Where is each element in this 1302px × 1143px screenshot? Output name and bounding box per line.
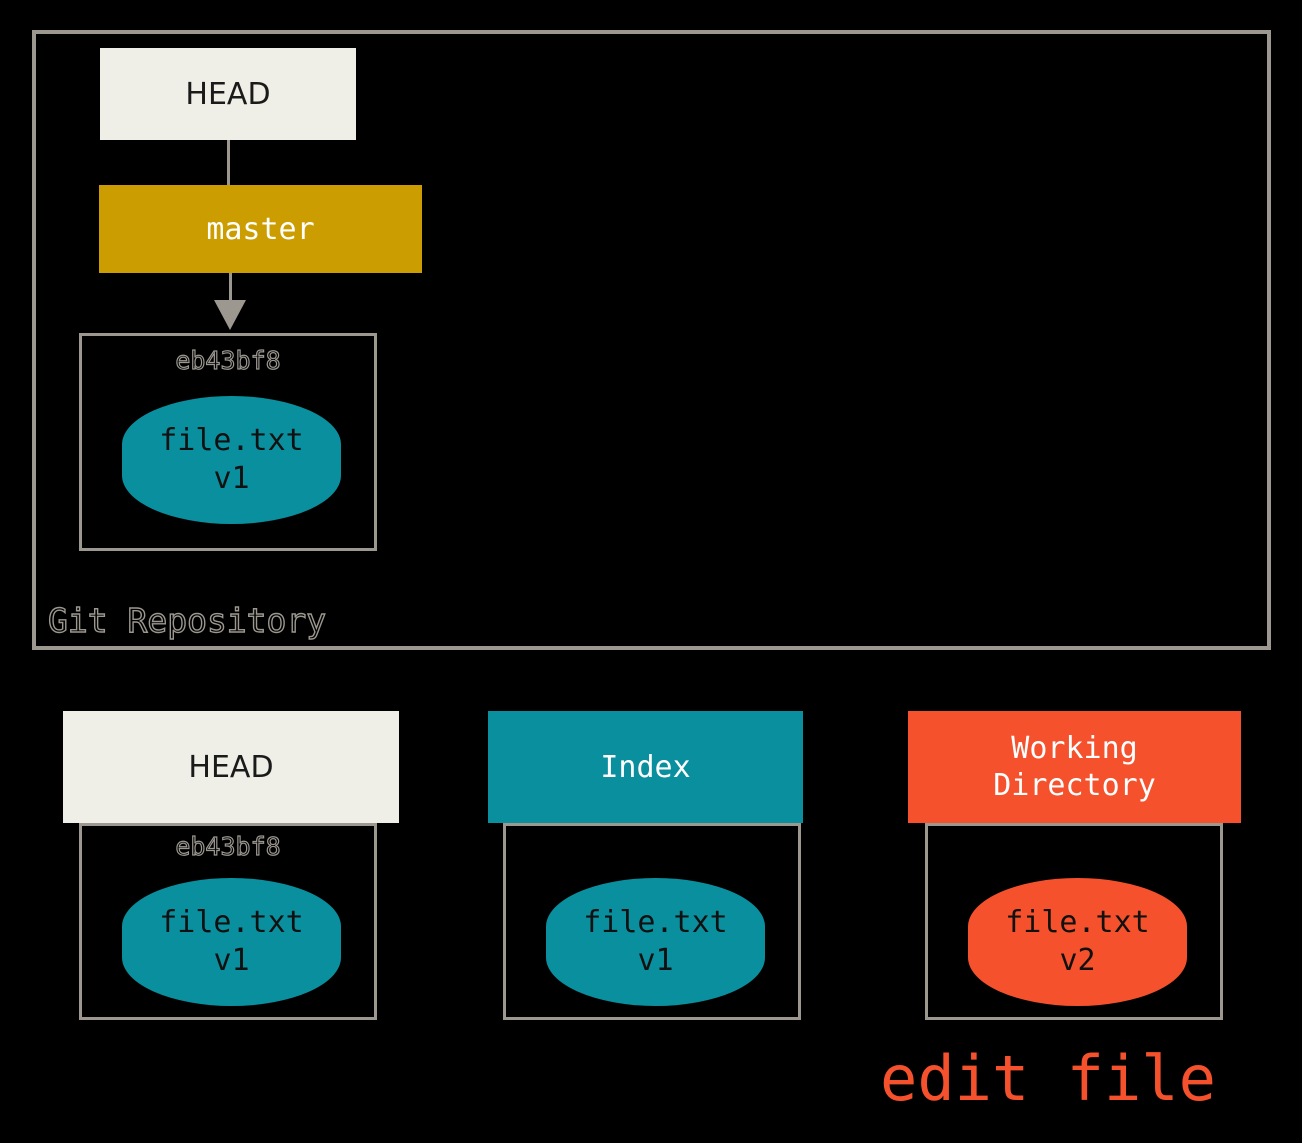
column-working-directory-blob-version: v2: [1059, 943, 1096, 978]
column-index-blob-filename: file.txt: [583, 904, 728, 940]
column-working-directory-blob: file.txt v2: [968, 878, 1187, 1006]
column-index-content-box: file.txt v1: [503, 823, 801, 1020]
column-index-header: Index: [488, 711, 803, 823]
column-head-blob-filename: file.txt: [159, 904, 304, 940]
repo-commit-blob-version: v1: [213, 461, 250, 496]
column-head-blob: file.txt v1: [122, 878, 341, 1006]
repo-head-ref-box: HEAD: [100, 48, 356, 140]
repo-commit-box: eb43bf8 file.txt v1: [79, 333, 377, 551]
column-working-directory-content-box: file.txt v2: [925, 823, 1223, 1020]
column-head-header: HEAD: [63, 711, 399, 823]
column-head-content-box: eb43bf8 file.txt v1: [79, 823, 377, 1020]
column-head-hash: eb43bf8: [175, 832, 282, 861]
column-head-blob-version: v1: [213, 943, 250, 978]
column-head-header-label: HEAD: [188, 749, 274, 785]
repo-commit-blob: file.txt v1: [122, 396, 341, 524]
column-index-blob: file.txt v1: [546, 878, 765, 1006]
column-working-directory-header: Working Directory: [908, 711, 1241, 823]
column-index-header-label: Index: [600, 749, 691, 785]
repo-commit-blob-filename: file.txt: [159, 422, 304, 458]
arrow-head-icon: [214, 300, 246, 330]
column-working-directory-blob-filename: file.txt: [1005, 904, 1150, 940]
git-repository-frame: [32, 30, 1271, 650]
repo-branch-ref-label: master: [206, 211, 315, 247]
caption-edit-file: edit file: [880, 1042, 1216, 1115]
connector-head-to-master: [227, 140, 230, 185]
git-repository-label: Git Repository: [47, 601, 327, 640]
repo-head-ref-label: HEAD: [185, 76, 271, 112]
column-index-blob-version: v1: [637, 943, 674, 978]
column-working-directory-header-line2: Directory: [993, 768, 1156, 803]
repo-commit-hash: eb43bf8: [175, 346, 282, 375]
repo-branch-ref-box: master: [99, 185, 422, 273]
column-working-directory-header-line1: Working: [1011, 730, 1138, 766]
connector-master-to-commit: [229, 273, 232, 320]
